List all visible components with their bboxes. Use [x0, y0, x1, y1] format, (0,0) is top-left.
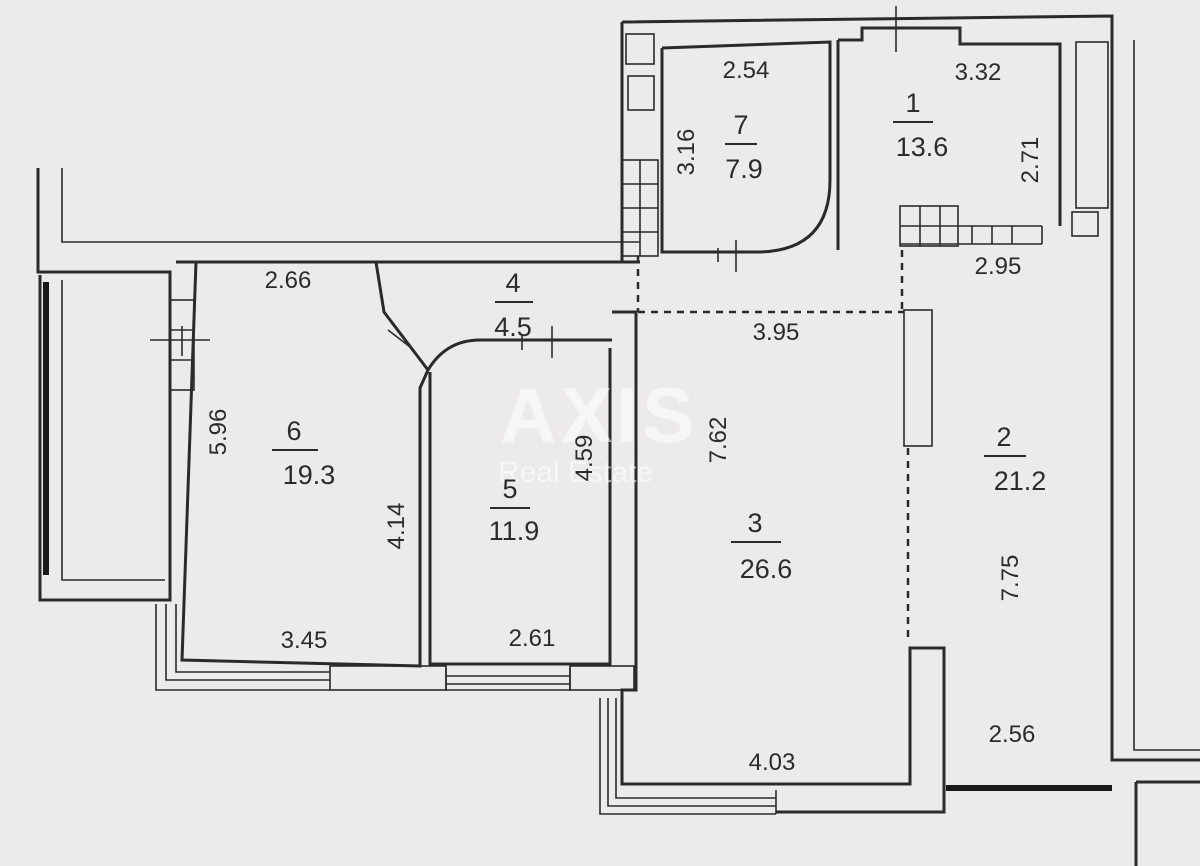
room-area: 7.9 — [725, 154, 763, 184]
dim-r5-side: 4.59 — [571, 435, 598, 482]
room-number: 6 — [286, 416, 301, 446]
room-label-2: 2 21.2 — [984, 422, 1046, 496]
dim-r2-top: 2.95 — [975, 253, 1022, 280]
dim-r3-side: 7.62 — [705, 417, 732, 464]
exterior-walls — [36, 14, 1200, 866]
watermark-sub: Real Estate — [498, 456, 653, 489]
room-number: 1 — [905, 88, 920, 118]
room-area: 4.5 — [494, 312, 532, 342]
room-label-7: 7 7.9 — [725, 110, 763, 184]
room-number: 3 — [747, 508, 762, 538]
dim-r3-bottom: 4.03 — [749, 749, 796, 776]
dim-r2-side: 7.75 — [997, 555, 1024, 602]
room-label-1: 1 13.6 — [893, 88, 948, 162]
dim-r2-bottom: 2.56 — [989, 721, 1036, 748]
room-area: 11.9 — [489, 516, 540, 546]
dim-r7-top: 2.54 — [723, 57, 770, 84]
room-number: 4 — [505, 268, 520, 298]
room-label-6: 6 19.3 — [272, 416, 335, 490]
room-number: 5 — [502, 474, 517, 504]
dim-r1-top: 3.32 — [955, 59, 1002, 86]
room-3-walls — [599, 309, 946, 815]
room-label-4: 4 4.5 — [494, 268, 533, 342]
room-6-walls — [150, 261, 447, 691]
dim-r3-top: 3.95 — [753, 319, 800, 346]
zone-separators — [636, 250, 910, 640]
ventilation-shaft — [621, 33, 659, 257]
dim-r6-inner: 4.14 — [383, 503, 410, 550]
room-area: 19.3 — [283, 460, 336, 490]
dim-r7-side: 3.16 — [673, 129, 700, 176]
room-7-walls — [660, 40, 832, 272]
room-label-3: 3 26.6 — [731, 508, 792, 584]
room-area: 26.6 — [740, 554, 793, 584]
room-label-5: 5 11.9 — [489, 474, 540, 546]
room-area: 21.2 — [994, 466, 1047, 496]
room-5-walls — [428, 348, 635, 691]
room-1-walls — [836, 6, 1062, 250]
room-number: 7 — [733, 110, 748, 140]
room-area: 13.6 — [896, 132, 949, 162]
room-4-walls — [176, 260, 640, 371]
dim-r6-side: 5.96 — [205, 409, 232, 456]
dim-r6-bottom: 3.45 — [281, 627, 328, 654]
dim-r1-side: 2.71 — [1017, 137, 1044, 184]
watermark-brand: AXIS — [500, 371, 698, 459]
room-number: 2 — [996, 422, 1011, 452]
dimension-labels: 2.54 3.16 3.32 2.71 2.95 3.95 2.66 5.96 … — [205, 57, 1044, 776]
dim-r5-bottom: 2.61 — [509, 625, 556, 652]
dim-r6-top: 2.66 — [265, 267, 312, 294]
